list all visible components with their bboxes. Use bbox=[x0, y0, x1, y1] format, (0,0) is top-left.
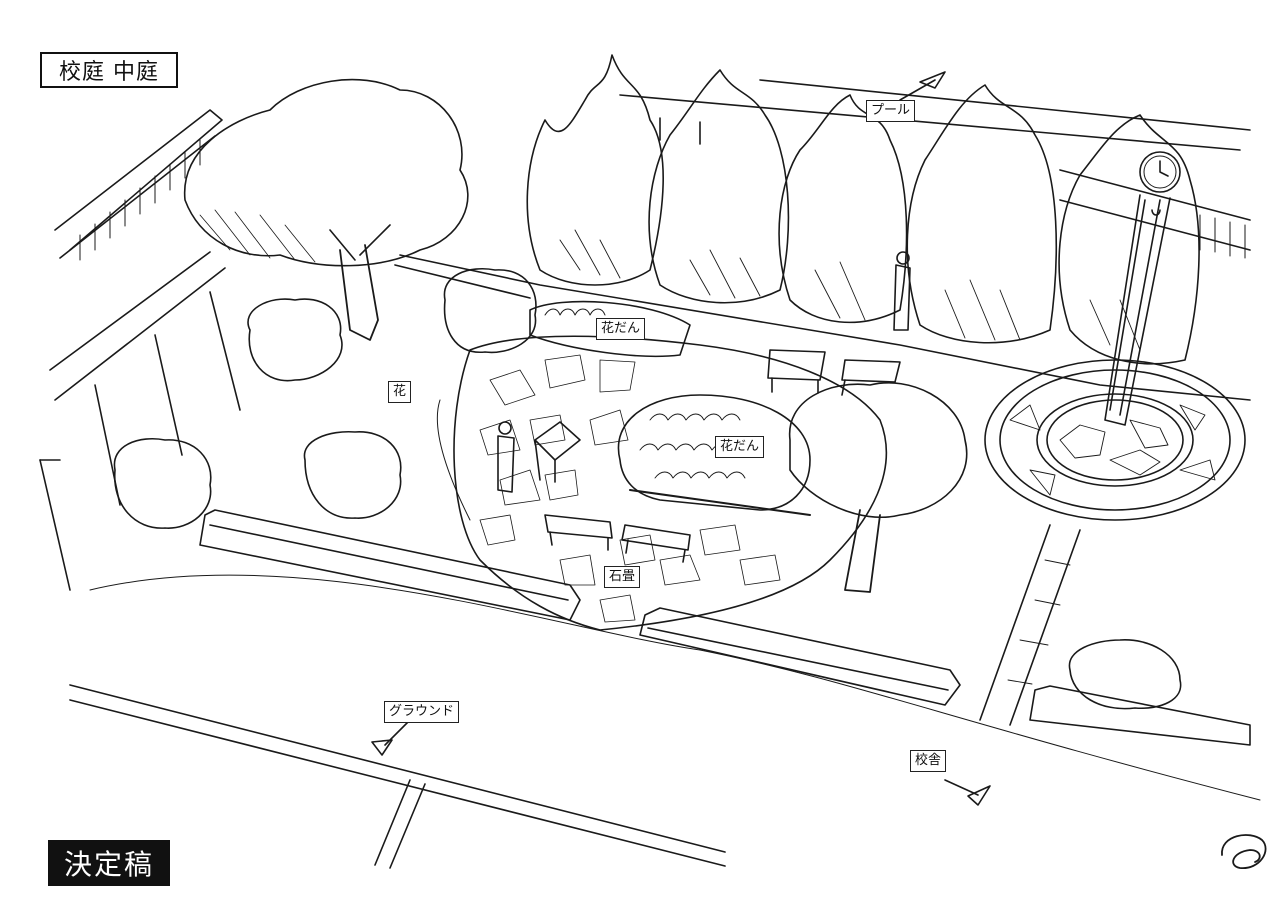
school-building-label: 校舎 bbox=[910, 750, 947, 772]
clock-tower bbox=[1104, 151, 1181, 426]
flowerbed-back-label: 花だん bbox=[596, 318, 646, 340]
stone-paving bbox=[453, 335, 888, 631]
conifer-trees bbox=[526, 54, 1200, 365]
front-curbs bbox=[199, 509, 1251, 746]
ground-label: グラウンド bbox=[384, 701, 460, 723]
page-title: 校庭 中庭 bbox=[40, 52, 178, 88]
walkway-edges bbox=[394, 254, 1251, 401]
benches bbox=[534, 349, 901, 563]
flower-label: 花 bbox=[388, 381, 412, 403]
flowerbed-back-shape bbox=[529, 300, 691, 358]
clock-plaza bbox=[984, 359, 1246, 521]
final-draft-stamp: 決定稿 bbox=[48, 840, 170, 886]
side-stone-path bbox=[979, 524, 1081, 726]
back-fence bbox=[619, 79, 1251, 259]
pool-label: プール bbox=[866, 100, 916, 122]
direction-arrows bbox=[371, 71, 991, 806]
flowerbed-center-label: 花だん bbox=[715, 436, 765, 458]
left-building bbox=[39, 109, 241, 591]
deciduous-trees bbox=[183, 78, 968, 593]
people bbox=[497, 251, 911, 493]
ground-lines bbox=[69, 574, 1261, 869]
artist-signature bbox=[1221, 834, 1267, 869]
stone-paving-label: 石畳 bbox=[604, 566, 641, 588]
shrubs bbox=[113, 268, 1182, 710]
